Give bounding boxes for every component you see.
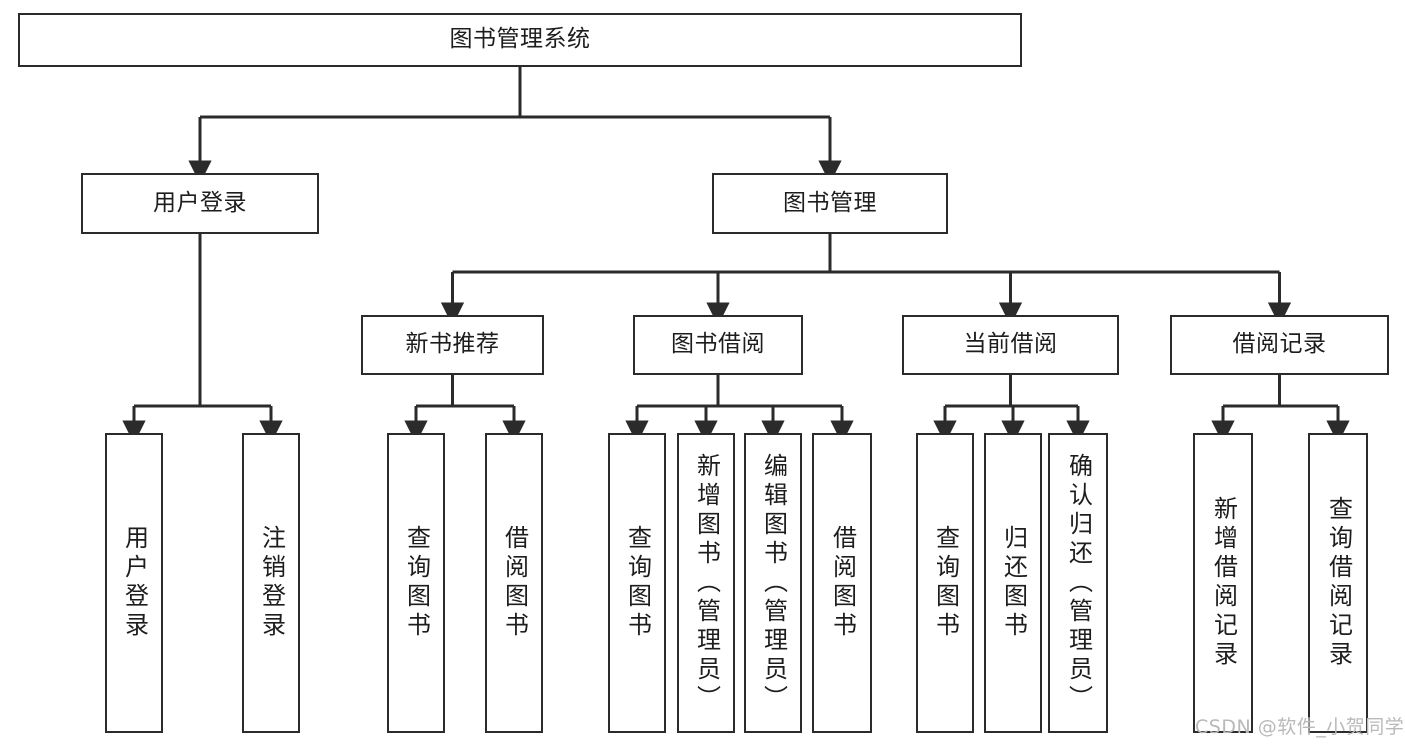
node-label: 查询图书	[931, 525, 960, 641]
node-leaf-add-record[interactable]: 新增借阅记录	[1193, 433, 1253, 733]
node-label: 查询借阅记录	[1324, 496, 1353, 670]
node-leaf-query-book-1[interactable]: 查询图书	[387, 433, 445, 733]
node-label: 借阅图书	[500, 525, 529, 641]
node-label: 用户登录	[153, 189, 247, 216]
node-new-book-rec[interactable]: 新书推荐	[361, 315, 544, 375]
node-label: 用户登录	[120, 525, 149, 641]
node-leaf-add-book[interactable]: 新增图书（管理员）	[677, 433, 735, 733]
node-label: 新增借阅记录	[1209, 496, 1238, 670]
node-label: 查询图书	[402, 525, 431, 641]
node-label: 归还图书	[999, 525, 1028, 641]
node-leaf-borrow-book-1[interactable]: 借阅图书	[485, 433, 543, 733]
node-leaf-return-book[interactable]: 归还图书	[984, 433, 1042, 733]
node-leaf-confirm-return[interactable]: 确认归还（管理员）	[1048, 433, 1108, 733]
node-book-manage[interactable]: 图书管理	[712, 173, 948, 234]
node-label: 图书借阅	[671, 331, 765, 358]
node-label: 新书推荐	[405, 331, 500, 358]
node-label: 编辑图书（管理员）	[759, 452, 788, 714]
node-label: 当前借阅	[963, 331, 1058, 358]
node-label: 借阅图书	[828, 525, 857, 641]
node-label: 新增图书（管理员）	[692, 452, 721, 714]
node-current-borrow[interactable]: 当前借阅	[902, 315, 1119, 375]
node-leaf-query-book-3[interactable]: 查询图书	[916, 433, 974, 733]
node-root[interactable]: 图书管理系统	[18, 13, 1022, 67]
node-leaf-query-record[interactable]: 查询借阅记录	[1308, 433, 1368, 733]
node-label: 借阅记录	[1232, 331, 1327, 358]
node-user-login[interactable]: 用户登录	[81, 173, 319, 234]
node-leaf-borrow-book-2[interactable]: 借阅图书	[812, 433, 872, 733]
node-label: 注销登录	[257, 525, 286, 641]
node-label: 图书管理	[783, 189, 877, 216]
node-leaf-user-login[interactable]: 用户登录	[105, 433, 163, 733]
node-borrow-record[interactable]: 借阅记录	[1170, 315, 1389, 375]
node-label: 确认归还（管理员）	[1064, 452, 1093, 714]
node-label: 查询图书	[623, 525, 652, 641]
node-leaf-edit-book[interactable]: 编辑图书（管理员）	[744, 433, 802, 733]
node-leaf-query-book-2[interactable]: 查询图书	[608, 433, 666, 733]
node-book-borrow[interactable]: 图书借阅	[633, 315, 803, 375]
node-label: 图书管理系统	[449, 26, 591, 53]
node-leaf-logout[interactable]: 注销登录	[242, 433, 300, 733]
